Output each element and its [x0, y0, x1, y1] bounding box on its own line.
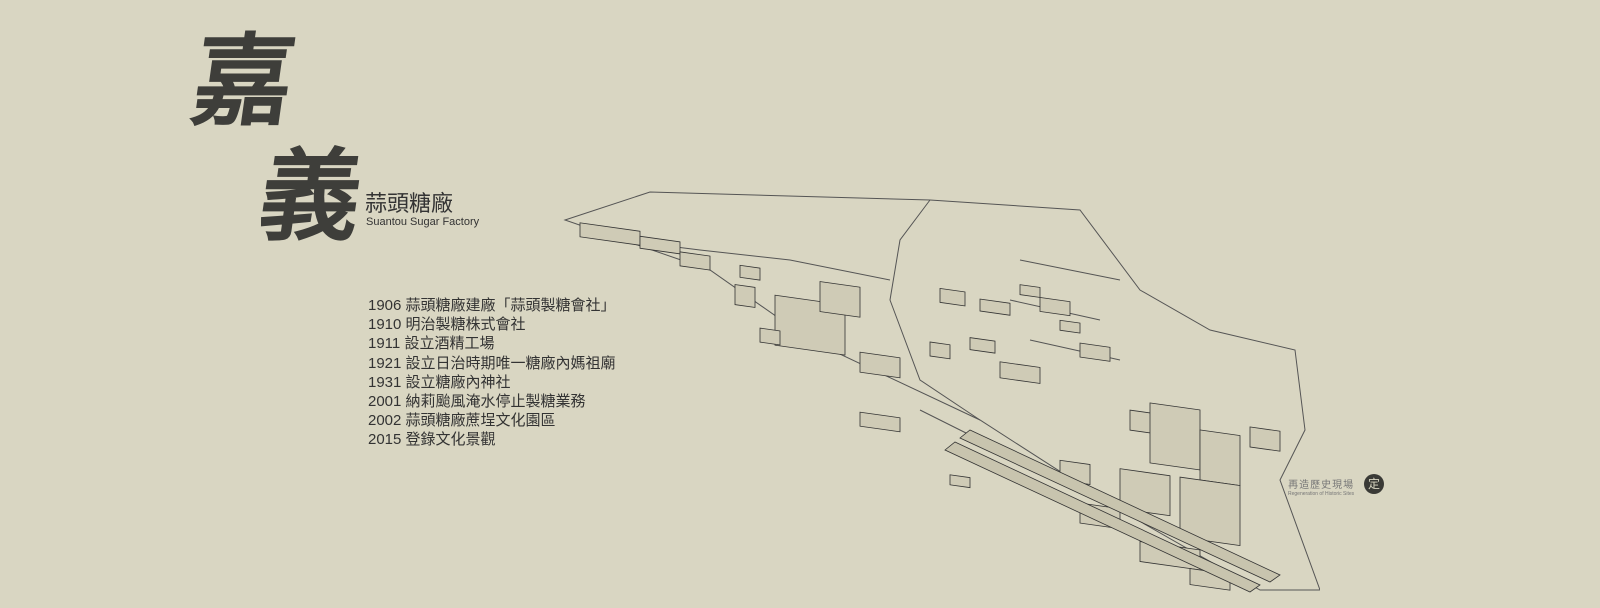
timeline-year: 2002: [368, 412, 402, 430]
logo-seal: 定: [1364, 474, 1384, 494]
building: [969, 337, 996, 354]
rail-sheds: [944, 429, 1281, 593]
timeline-year: 1931: [368, 373, 402, 391]
building: [1079, 342, 1111, 362]
timeline-year: 1921: [368, 354, 402, 372]
building: [939, 287, 966, 307]
building: [859, 411, 901, 433]
calligraphy-char-2: 義: [252, 137, 370, 255]
timeline-event: 登錄文化景觀: [405, 431, 496, 449]
timeline-list: 1906 蒜頭糖廠建廠「蒜頭製糖會社」 1910 明治製糖株式會社 1911 設…: [368, 296, 616, 450]
building: [929, 341, 951, 360]
timeline-year: 2015: [368, 431, 402, 449]
building: [739, 264, 761, 281]
logo-name-en: Regeneration of Historic Sites: [1288, 491, 1355, 497]
timeline-event: 蒜頭糖廠建廠「蒜頭製糖會社」: [405, 297, 616, 314]
site-boundary: [563, 191, 1320, 591]
building: [1039, 297, 1071, 317]
timeline-item: 1921 設立日治時期唯一糖廠內媽祖廟: [368, 354, 616, 373]
page-title: 蒜頭糖廠: [365, 191, 454, 216]
building: [819, 281, 861, 318]
timeline-event: 設立糖廠內神社: [405, 373, 511, 391]
timeline-year: 2001: [368, 393, 402, 411]
building: [759, 327, 781, 346]
building: [1249, 426, 1281, 452]
timeline-item: 1906 蒜頭糖廠建廠「蒜頭製糖會社」: [368, 296, 616, 315]
logo-name-zh: 再造歷史現場: [1288, 480, 1355, 491]
timeline-item: 1910 明治製糖株式會社: [368, 315, 616, 334]
timeline-event: 設立酒精工場: [404, 335, 495, 353]
timeline-item: 2015 登錄文化景觀: [368, 430, 616, 449]
building: [949, 474, 971, 489]
timeline-event: 蒜頭糖廠蔗埕文化園區: [405, 412, 556, 430]
building: [1059, 319, 1081, 334]
timeline-event: 明治製糖株式會社: [405, 316, 526, 334]
building: [679, 251, 711, 271]
page-subtitle: Suantou Sugar Factory: [366, 216, 480, 228]
logo: 再造歷史現場 Regeneration of Historic Sites: [1288, 476, 1354, 497]
building: [1149, 402, 1201, 471]
building: [1179, 476, 1241, 547]
timeline-item: 2002 蒜頭糖廠蔗埕文化園區: [368, 411, 616, 430]
timeline-year: 1910: [368, 316, 402, 334]
building: [1019, 284, 1041, 298]
building: [639, 235, 681, 255]
timeline-year: 1906: [368, 297, 402, 314]
building: [859, 351, 901, 379]
factory-site-map: [563, 191, 1320, 593]
timeline-item: 1911 設立酒精工場: [368, 334, 616, 353]
timeline-item: 2001 納莉颱風淹水停止製糖業務: [368, 392, 616, 411]
timeline-year: 1911: [368, 335, 401, 353]
building: [979, 298, 1011, 316]
building: [999, 361, 1041, 384]
timeline-event: 設立日治時期唯一糖廠內媽祖廟: [405, 354, 616, 372]
building: [734, 284, 756, 308]
building: [1199, 429, 1241, 487]
building: [579, 222, 641, 246]
timeline-item: 1931 設立糖廠內神社: [368, 373, 616, 392]
timeline-event: 納莉颱風淹水停止製糖業務: [405, 393, 586, 411]
